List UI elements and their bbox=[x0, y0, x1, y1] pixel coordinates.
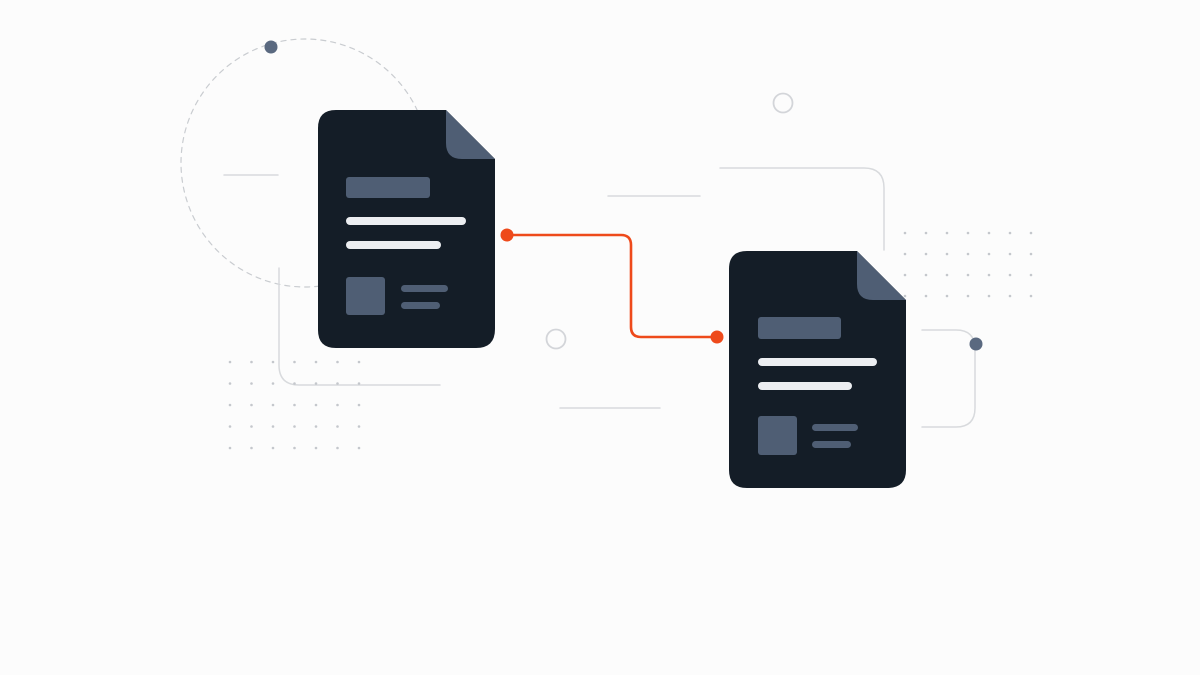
grid-dot bbox=[966, 252, 970, 256]
document-icon bbox=[729, 251, 906, 488]
grid-dot bbox=[293, 425, 296, 428]
grid-dot bbox=[945, 252, 949, 256]
grid-dot bbox=[271, 403, 275, 407]
grid-dot bbox=[1029, 273, 1033, 277]
ring-icon bbox=[545, 328, 567, 350]
grid-dot bbox=[1008, 294, 1012, 298]
placeholder-text-line bbox=[346, 217, 466, 225]
connector-endpoint-icon bbox=[500, 228, 514, 242]
placeholder-text-line bbox=[346, 241, 441, 249]
placeholder-image-block bbox=[758, 416, 797, 455]
grid-dot bbox=[336, 360, 339, 364]
grid-dot bbox=[250, 403, 253, 407]
folded-corner-icon bbox=[857, 251, 906, 300]
grid-dot bbox=[293, 382, 296, 385]
grid-dot bbox=[945, 294, 949, 298]
grid-dot bbox=[336, 446, 339, 450]
grid-dot bbox=[1029, 252, 1033, 256]
grid-dot bbox=[293, 446, 296, 450]
grid-dot bbox=[314, 403, 318, 407]
connector-line bbox=[507, 233, 717, 339]
grid-dot bbox=[1008, 252, 1012, 256]
node-dot-icon bbox=[969, 337, 983, 351]
grid-dot bbox=[250, 382, 253, 385]
grid-dot bbox=[314, 382, 318, 385]
grid-dot bbox=[987, 294, 991, 298]
grid-dot bbox=[924, 294, 928, 298]
placeholder-text-line bbox=[758, 382, 852, 390]
placeholder-text-line bbox=[758, 358, 877, 366]
grid-dot bbox=[1029, 294, 1033, 298]
grid-dot bbox=[271, 360, 275, 364]
grid-dot bbox=[293, 360, 296, 364]
placeholder-caption-line bbox=[401, 285, 448, 292]
target-document bbox=[729, 251, 906, 488]
placeholder-title-block bbox=[346, 177, 430, 198]
connector-endpoint-icon bbox=[710, 330, 724, 344]
grid-dot bbox=[1008, 273, 1012, 277]
placeholder-title-block bbox=[758, 317, 841, 339]
grid-dot bbox=[924, 252, 928, 256]
grid-dot bbox=[987, 273, 991, 277]
dot-grid-left bbox=[228, 360, 361, 450]
decor-bracket bbox=[278, 267, 441, 386]
grid-dot bbox=[228, 425, 232, 428]
grid-dot bbox=[987, 231, 991, 235]
grid-dot bbox=[314, 360, 318, 364]
grid-dot bbox=[336, 425, 339, 428]
grid-dot bbox=[903, 273, 907, 277]
dot-grid-right bbox=[903, 231, 1033, 298]
grid-dot bbox=[271, 382, 275, 385]
grid-dot bbox=[966, 231, 970, 235]
grid-dot bbox=[250, 446, 253, 450]
grid-dot bbox=[357, 360, 361, 364]
placeholder-caption-line bbox=[812, 424, 858, 431]
grid-dot bbox=[228, 446, 232, 450]
grid-dot bbox=[924, 273, 928, 277]
grid-dot bbox=[271, 425, 275, 428]
grid-dot bbox=[903, 252, 907, 256]
grid-dot bbox=[903, 294, 907, 298]
decor-bracket bbox=[921, 329, 976, 428]
placeholder-caption-line bbox=[401, 302, 440, 309]
placeholder-image-block bbox=[346, 277, 385, 315]
document-connector bbox=[500, 228, 724, 344]
grid-dot bbox=[1029, 231, 1033, 235]
grid-dot bbox=[924, 231, 928, 235]
grid-dot bbox=[357, 403, 361, 407]
grid-dot bbox=[271, 446, 275, 450]
node-dot-icon bbox=[264, 40, 278, 54]
grid-dot bbox=[293, 403, 296, 407]
grid-dot bbox=[357, 446, 361, 450]
placeholder-caption-line bbox=[812, 441, 851, 448]
grid-dot bbox=[357, 425, 361, 428]
grid-dot bbox=[903, 231, 907, 235]
grid-dot bbox=[250, 425, 253, 428]
grid-dot bbox=[945, 231, 949, 235]
grid-dot bbox=[945, 273, 949, 277]
grid-dot bbox=[987, 252, 991, 256]
source-document bbox=[318, 110, 495, 348]
grid-dot bbox=[228, 403, 232, 407]
ring-icon bbox=[772, 92, 794, 114]
grid-dot bbox=[336, 403, 339, 407]
grid-dot bbox=[250, 360, 253, 364]
grid-dot bbox=[314, 446, 318, 450]
grid-dot bbox=[314, 425, 318, 428]
grid-dot bbox=[228, 382, 232, 385]
grid-dot bbox=[966, 294, 970, 298]
folded-corner-icon bbox=[446, 110, 495, 159]
grid-dot bbox=[336, 382, 339, 385]
grid-dot bbox=[966, 273, 970, 277]
document-icon bbox=[318, 110, 495, 348]
decor-bracket bbox=[719, 167, 885, 251]
grid-dot bbox=[357, 382, 361, 385]
grid-dot bbox=[228, 360, 232, 364]
grid-dot bbox=[1008, 231, 1012, 235]
